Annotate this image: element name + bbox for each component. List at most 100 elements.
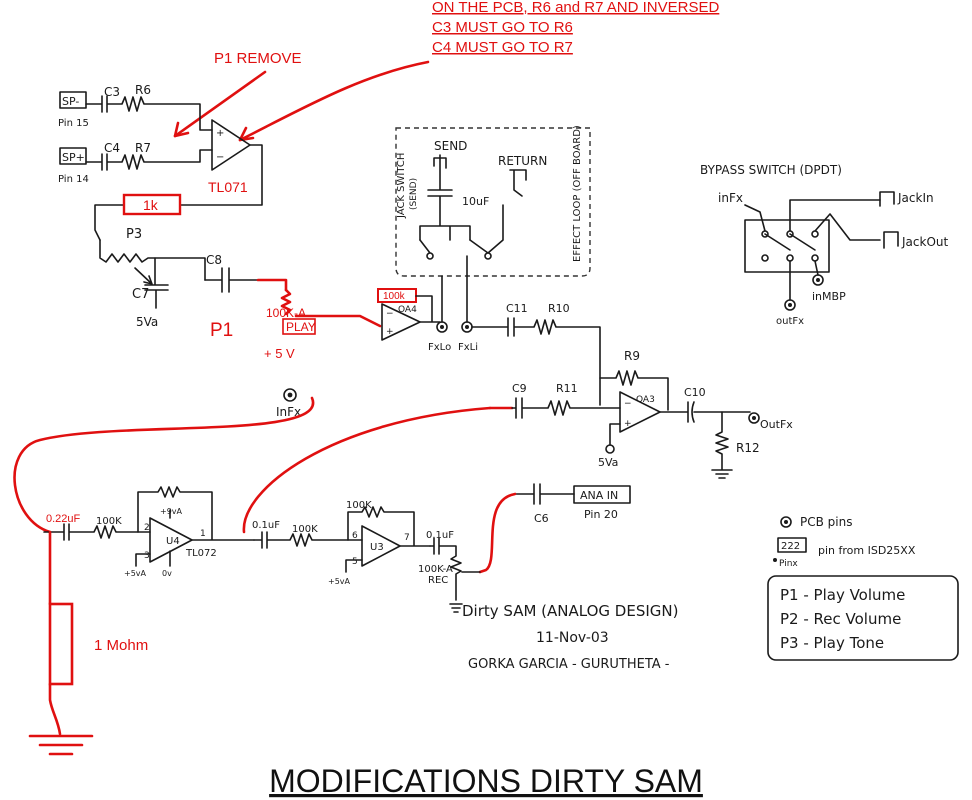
- bypass-label: BYPASS SWITCH (DPDT): [700, 163, 842, 177]
- signature-line-3: GORKA GARCIA - GURUTHETA -: [468, 657, 670, 672]
- cap-022-label: 0.22uF: [46, 513, 81, 525]
- tl072-label: TL072: [185, 548, 217, 559]
- oa3-label: OA3: [636, 395, 655, 405]
- r10-label: R10: [548, 302, 570, 315]
- dpdt-contact: [811, 254, 819, 262]
- outfx2-dot: [788, 303, 792, 307]
- oa3-opamp: [619, 391, 661, 433]
- r-100k-b-label: 100K: [292, 524, 318, 535]
- r12-label: R12: [736, 441, 760, 455]
- ana-in-label: ANA IN: [580, 489, 618, 502]
- pot-rec-label: REC: [428, 575, 448, 586]
- u3-label: U3: [370, 542, 384, 553]
- vref2-node: [605, 444, 615, 454]
- send-jack: [433, 157, 447, 169]
- r-1k-label: 1k: [143, 197, 159, 213]
- mohm-label: 1 Mohm: [94, 637, 148, 654]
- oa3-section: C11 R10 R9 C9 R11 − + OA3 5Va C10 OutFx …: [471, 302, 793, 479]
- u4-pin1: 1: [200, 529, 206, 539]
- loop-switch-wires: [419, 204, 504, 254]
- c3-label: C3: [104, 85, 120, 99]
- oa4-section: 100k − + OA4 FxLo FxLi: [377, 255, 478, 353]
- ground-symbol: [28, 734, 94, 756]
- oa3-minus: −: [624, 399, 632, 409]
- jackout-label: JackOut: [901, 235, 948, 249]
- u3-pin6: 6: [352, 531, 358, 541]
- pcb-pin-dot: [784, 520, 788, 524]
- jackin-symbol: [879, 191, 895, 207]
- p1-desc: P1 - Play Volume: [780, 586, 905, 604]
- pin-from-label: pin from ISD25XX: [818, 544, 916, 557]
- legend: PCB pins 222 Pinx pin from ISD25XX P1 - …: [767, 515, 959, 661]
- c10-path: [659, 401, 751, 423]
- c7-path: [144, 257, 206, 309]
- outfx-pin: [748, 412, 760, 424]
- pinx-label: Pinx: [779, 559, 798, 569]
- plus5v-label: + 5 V: [264, 346, 295, 361]
- dpdt-contact: [786, 254, 794, 262]
- pcb-note-line-2: C3 MUST GO TO R6: [432, 19, 573, 36]
- input-cap-res: [43, 523, 151, 541]
- pcb-note-line-1: ON THE PCB, R6 and R7 AND INVERSED: [432, 0, 719, 16]
- bypass-infx-label: inFx: [718, 191, 743, 205]
- pin20-label: Pin 20: [584, 508, 618, 521]
- ana-in-box: [573, 485, 631, 504]
- cap-01a-label: 0.1uF: [252, 520, 280, 531]
- outfx2-pin: [784, 299, 796, 311]
- dpdt-levers: [764, 233, 816, 251]
- c9-label: C9: [512, 382, 527, 395]
- pot-rec-value: 100K-A: [418, 564, 453, 575]
- oa4-plus: +: [386, 327, 394, 337]
- pin-box-label: 222: [781, 541, 800, 552]
- arrow-pcb-note: [238, 60, 430, 142]
- c3-r6-path: [85, 95, 213, 131]
- vref2-label: 5Va: [598, 456, 618, 469]
- sp-minus-box: [59, 91, 87, 109]
- infx-label: InFx: [276, 405, 301, 419]
- red-wire-to-c9: [242, 406, 492, 534]
- pot-play-label: PLAY: [286, 320, 316, 334]
- inmbp-dot: [816, 278, 820, 282]
- p3-label: P3: [126, 227, 142, 242]
- p1-mark: P1: [210, 320, 233, 341]
- oa4-value-label: 100k: [383, 291, 406, 302]
- p3-desc: P3 - Play Tone: [780, 634, 884, 652]
- rec-ground: [449, 603, 463, 613]
- oa4-label: OA4: [398, 305, 417, 315]
- c6-label: C6: [534, 512, 549, 525]
- arrow-p1-remove: [173, 70, 267, 138]
- outfx2-label: outFx: [776, 316, 804, 327]
- pin-box-symbol: [777, 537, 807, 553]
- r11-label: R11: [556, 382, 578, 395]
- u3-pin5: 5: [352, 557, 358, 567]
- c11-label: C11: [506, 302, 528, 315]
- r-100k-a-label: 100K: [96, 516, 122, 527]
- pot-play-box: [282, 318, 316, 335]
- pot-play-value: 100K-A: [266, 306, 306, 320]
- dpdt-contact: [811, 230, 819, 238]
- r6-label: R6: [135, 83, 151, 97]
- c6-path: [514, 483, 575, 505]
- jack-switch-label: JACK SWITCH: [396, 153, 407, 219]
- infx-pin: [283, 388, 297, 402]
- cap-01b-label: 0.1uF: [426, 530, 454, 541]
- fxli-dot: [465, 325, 469, 329]
- p1-wiper-red: [294, 314, 382, 328]
- loop-node-2: [484, 252, 492, 260]
- u3-ref: [345, 559, 363, 573]
- inmbp-pin: [812, 274, 824, 286]
- u4-opamp: [149, 517, 193, 563]
- return-label: RETURN: [498, 154, 547, 168]
- p3-pot: [99, 239, 156, 263]
- pin15-label: Pin 15: [58, 118, 89, 129]
- pcb-note-line-3: C4 MUST GO TO R7: [432, 39, 573, 56]
- pin14-label: Pin 14: [58, 174, 89, 185]
- outfx-label: OutFx: [760, 418, 793, 431]
- bypass-section: BYPASS SWITCH (DPDT) inFx JackIn JackOut…: [700, 163, 948, 327]
- r-100k-fb-label: 100K: [346, 500, 372, 511]
- red-wire-to-ana: [478, 492, 517, 574]
- tone-section: P3 C7 5Va C8: [99, 227, 288, 329]
- u4-pin3: 3: [144, 551, 150, 561]
- red-wire-infx: [13, 396, 315, 534]
